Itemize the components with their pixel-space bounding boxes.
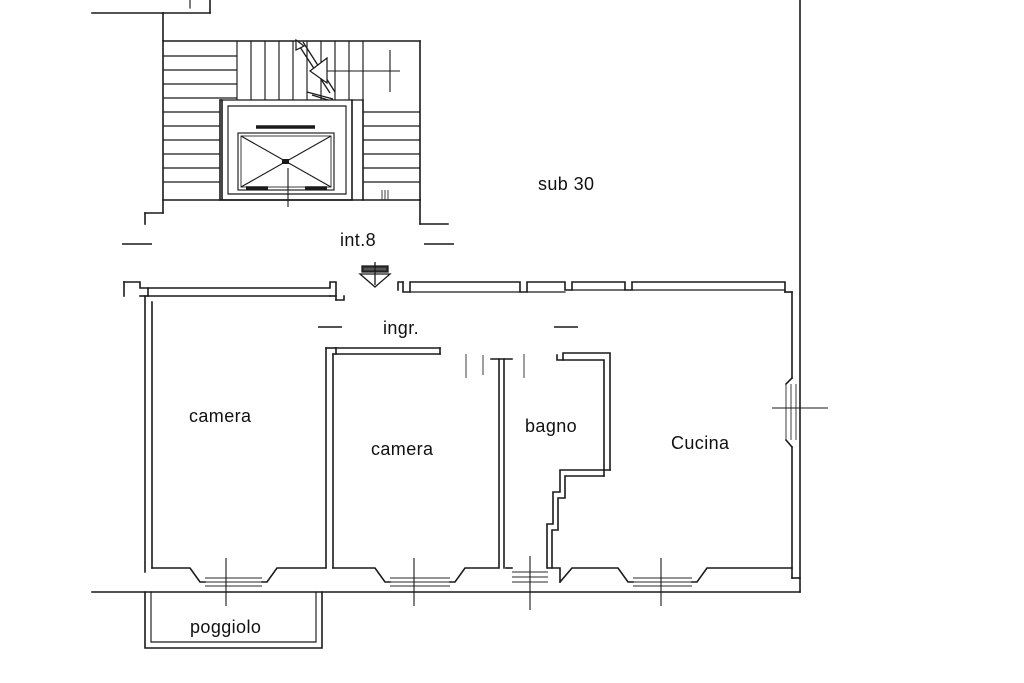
label-room-poggiolo: poggiolo <box>190 617 261 637</box>
stairwell-block <box>91 0 449 225</box>
apartment-outline <box>91 0 828 593</box>
window-bottom-bagno <box>512 556 548 610</box>
window-bottom-camera-middle <box>390 558 450 606</box>
stair-door-tick <box>381 190 389 200</box>
window-right-kitchen <box>772 384 828 440</box>
label-room-bagno: bagno <box>525 416 577 436</box>
stair-direction-arrow <box>295 38 400 101</box>
balcony-poggiolo <box>144 591 323 649</box>
wall-right-jamb-lower <box>784 438 794 449</box>
elevator-cab <box>237 125 335 207</box>
partition-bagno <box>490 352 611 569</box>
label-int-8: int.8 <box>340 230 376 250</box>
wall-bottom-inner-with-openings <box>151 556 793 610</box>
wall-top-right-start <box>397 281 404 291</box>
entrance-door-symbol <box>358 262 392 288</box>
elevator-shaft <box>221 99 353 201</box>
wall-top-left-outer <box>123 281 337 301</box>
window-bottom-cucina <box>633 558 692 606</box>
wall-top-right <box>402 281 786 293</box>
wall-right-jamb-upper <box>784 376 794 386</box>
label-room-camera-middle: camera <box>371 439 434 459</box>
partition-camera-left-middle <box>325 347 441 569</box>
window-bottom-camera-left <box>205 558 262 606</box>
label-room-cucina: Cucina <box>671 433 730 453</box>
wall-top-left-step <box>335 295 345 301</box>
label-room-camera-left: camera <box>189 406 252 426</box>
door-ticks <box>465 354 525 378</box>
stair-treads-left <box>163 55 237 183</box>
stair-treads-right <box>363 111 420 183</box>
label-sub-30: sub 30 <box>538 174 594 194</box>
label-room-ingresso: ingr. <box>383 318 419 338</box>
